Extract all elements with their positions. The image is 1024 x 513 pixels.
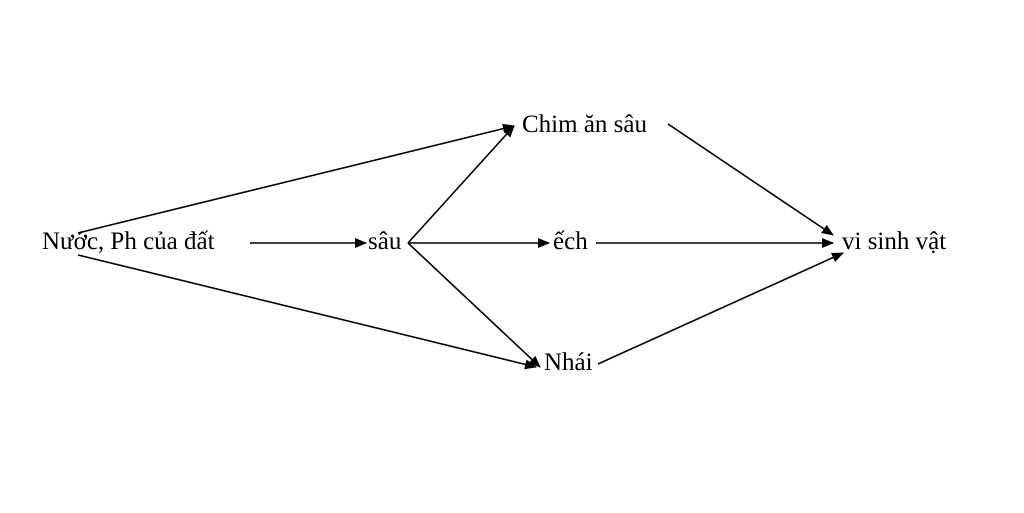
arrow-chim-vsv [667,123,834,236]
node-water-soil-ph: Nước, Ph của đất [42,228,215,255]
node-sau: sâu [368,228,402,255]
arrow-source-nhai [77,254,537,370]
node-nhai: Nhái [544,349,593,376]
arrow-source-chim [77,123,515,234]
arrow-nhai-vsv [597,252,844,365]
arrow-sau-nhai [407,242,541,368]
node-chim-an-sau: Chim ăn sâu [522,111,647,138]
arrow-sau-chim [407,125,515,244]
node-ech: ếch [553,228,588,255]
node-vi-sinh-vat: vi sinh vật [842,228,947,255]
